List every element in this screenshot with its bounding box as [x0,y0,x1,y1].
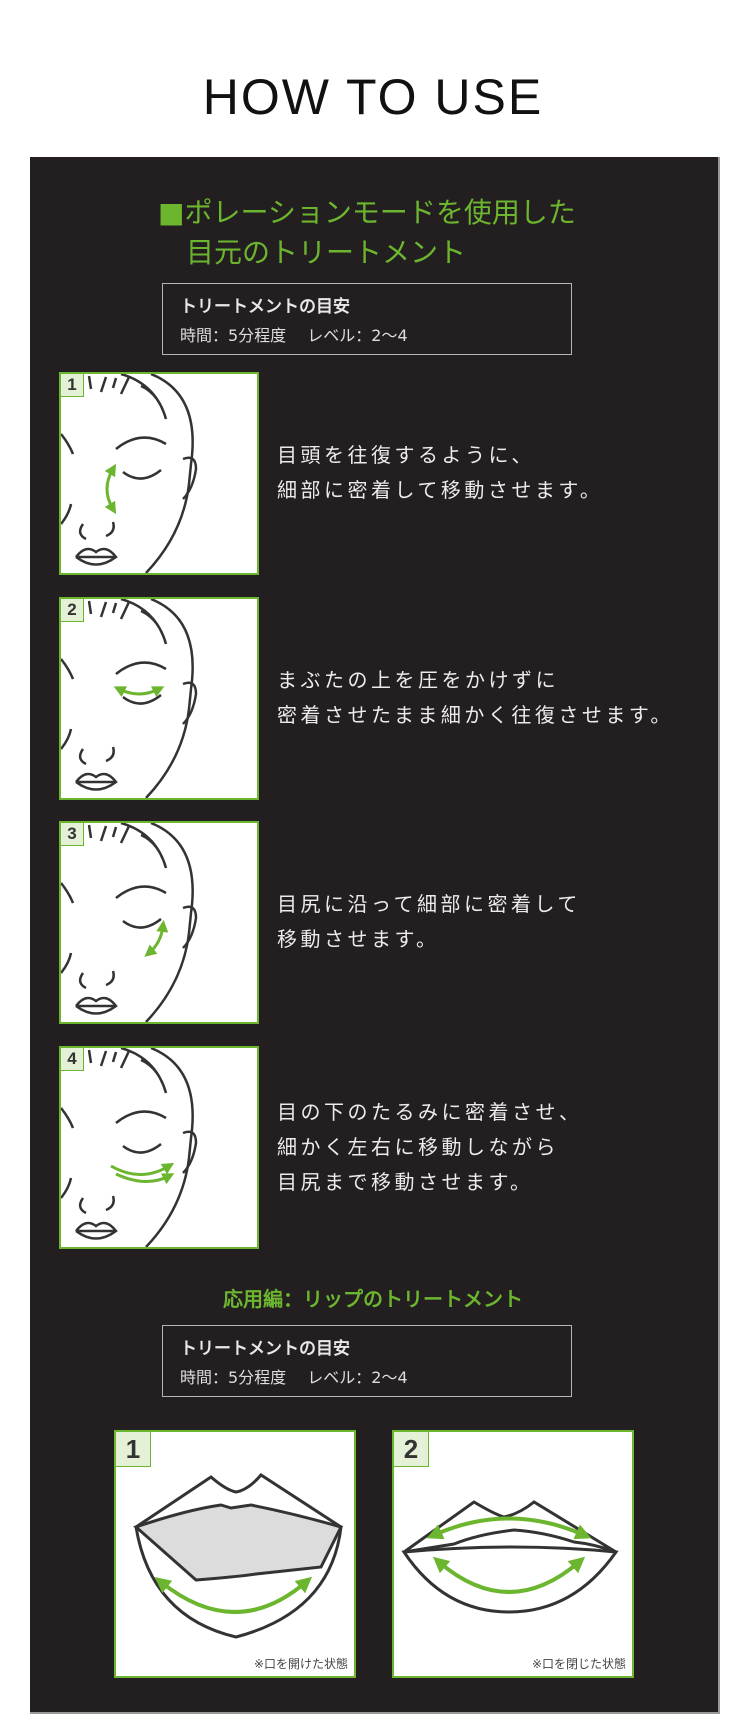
description-line: 目尻まで移動させます。 [277,1169,534,1194]
lip-note: ※口を閉じた状態 [531,1657,626,1671]
eye-step-4-description: 目の下のたるみに密着させ、細かく左右に移動しながら目尻まで移動させます。 [277,1095,707,1200]
step-number-badge: 1 [116,1432,151,1467]
face-closed-eye-icon [61,823,198,1022]
eye-step-1-illustration: 1 [59,372,259,575]
step-number-badge: 2 [394,1432,429,1467]
lip-section-heading: 応用編：リップのトリートメント [223,1287,523,1311]
step-number-badge: 4 [61,1048,84,1071]
guide-title: トリートメントの目安 [180,1339,350,1359]
description-line: まぶたの上を圧をかけずに [277,668,559,692]
guide-title: トリートメントの目安 [180,297,350,317]
guide-detail: 時間：5分程度 レベル：2～4 [180,326,408,345]
eye-step-4-illustration: 4 [59,1046,259,1249]
closed-mouth-lips-icon [401,1500,619,1614]
description-line: 細部に密着して移動させます。 [277,478,604,502]
face-closed-eye-icon [61,1048,198,1247]
description-line: 目の下のたるみに密着させ、 [277,1099,583,1124]
face-closed-eye-icon [61,374,198,573]
eye-treatment-guide-box: トリートメントの目安 時間：5分程度 レベル：2～4 [162,283,572,355]
lip-note: ※口を開けた状態 [253,1657,348,1671]
description-line: 細かく左右に移動しながら [277,1134,559,1159]
description-line: 目尻に沿って細部に密着して [277,892,581,916]
lip-treatment-guide-box: トリートメントの目安 時間：5分程度 レベル：2～4 [162,1325,572,1397]
eye-step-2-illustration: 2 [59,597,259,800]
page-title: HOW TO USE [202,69,544,125]
heading-line-1: ■ポレーションモードを使用した [158,196,576,229]
eye-step-1-description: 目頭を往復するように、細部に密着して移動させます。 [277,438,707,508]
description-line: 密着させたまま細かく往復させます。 [277,703,674,727]
step-number-badge: 3 [61,823,84,846]
eye-step-2-description: まぶたの上を圧をかけずに密着させたまま細かく往復させます。 [277,663,707,733]
eye-step-3-illustration: 3 [59,821,259,1024]
lip-step-1-illustration: 1 ※口を開けた状態 [114,1430,356,1678]
step-number-badge: 2 [61,599,84,622]
heading-line-2: 目元のトリートメント [186,236,467,269]
face-closed-eye-icon [61,599,198,798]
description-line: 移動させます。 [277,927,440,951]
eye-section-heading: ■ポレーションモードを使用した 目元のトリートメント [158,193,576,273]
open-mouth-lips-icon [133,1473,344,1639]
lip-step-2-illustration: 2 ※口を閉じた状態 [392,1430,634,1678]
description-line: 目頭を往復するように、 [277,443,535,467]
guide-detail: 時間：5分程度 レベル：2～4 [180,1368,408,1387]
step-number-badge: 1 [61,374,84,397]
eye-step-3-description: 目尻に沿って細部に密着して移動させます。 [277,887,707,957]
